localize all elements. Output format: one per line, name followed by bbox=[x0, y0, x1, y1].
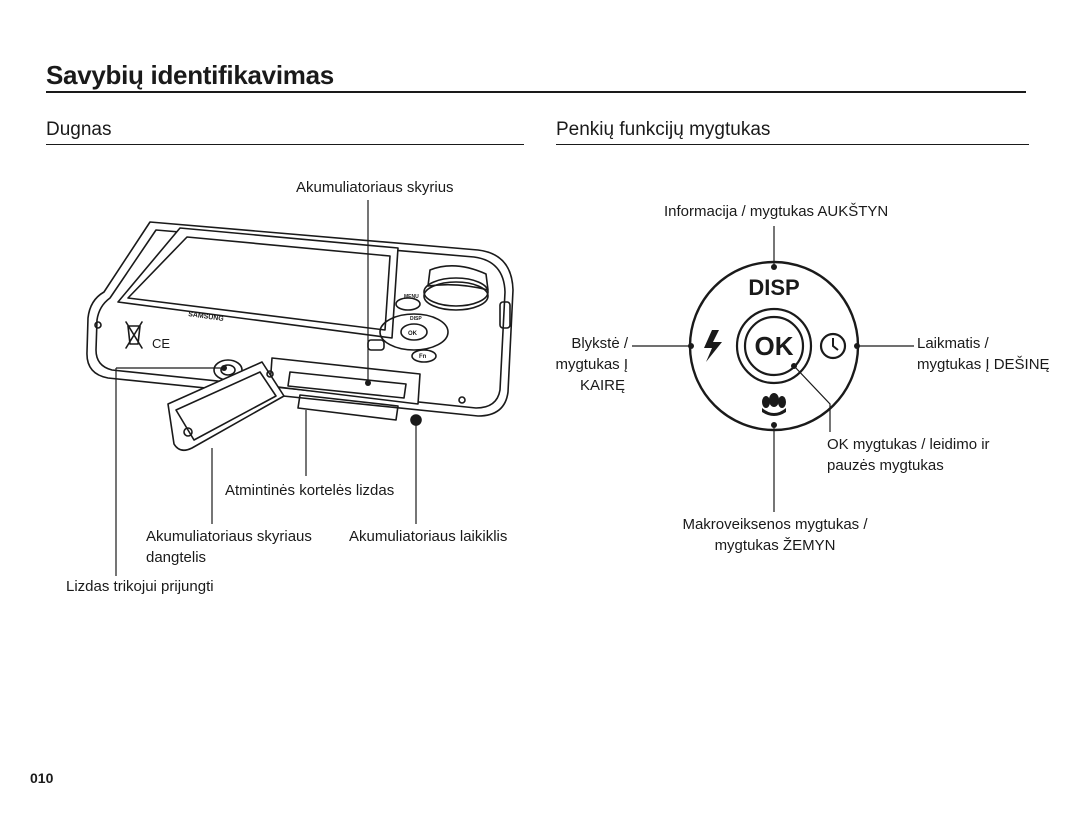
ce-mark-icon: CE bbox=[152, 336, 170, 351]
label-ok-line1: OK mygtukas / leidimo ir bbox=[827, 436, 990, 453]
label-tripod-socket: Lizdas trikojui prijungti bbox=[66, 578, 214, 595]
camera-five-way-pad bbox=[379, 313, 449, 351]
camera-fn-label: Fn bbox=[419, 354, 427, 360]
label-left-line2: mygtukas Į bbox=[555, 356, 628, 373]
dial-ok-label: OK bbox=[755, 331, 794, 361]
weee-mark-icon bbox=[125, 321, 143, 349]
label-battery-compartment: Akumuliatoriaus skyrius bbox=[296, 179, 454, 196]
macro-icon bbox=[762, 393, 786, 416]
mode-dial bbox=[423, 281, 489, 311]
dial-disp-label: DISP bbox=[748, 275, 799, 300]
camera-menu-button bbox=[395, 297, 421, 311]
battery-holder bbox=[410, 414, 422, 426]
label-down-line1: Makroveiksenos mygtukas / bbox=[682, 516, 868, 533]
label-ok-line2: pauzės mygtukas bbox=[827, 457, 944, 474]
label-battery-cover-line2: dangtelis bbox=[146, 549, 207, 566]
battery-cover bbox=[167, 361, 285, 452]
page-number: 010 bbox=[30, 770, 54, 786]
label-right-line1: Laikmatis / bbox=[917, 335, 989, 352]
label-memory-card-slot: Atmintinės kortelės lizdas bbox=[225, 482, 395, 499]
section-title-five-way: Penkių funkcijų mygtukas bbox=[556, 118, 1029, 145]
label-battery-cover-line1: Akumuliatoriaus skyriaus bbox=[146, 528, 312, 545]
label-up-button: Informacija / mygtukas AUKŠTYN bbox=[664, 203, 889, 220]
camera-brand-text: SAMSUNG bbox=[188, 311, 225, 323]
leader-ok bbox=[793, 365, 831, 432]
label-battery-holder: Akumuliatoriaus laikiklis bbox=[349, 528, 508, 545]
camera-fn-button bbox=[411, 349, 437, 363]
label-down-line2: mygtukas ŽEMYN bbox=[714, 537, 836, 554]
self-timer-icon bbox=[819, 332, 847, 360]
camera-ok-button bbox=[400, 323, 428, 341]
camera-disp-label: DISP bbox=[410, 316, 422, 322]
page-title: Savybių identifikavimas bbox=[46, 60, 1026, 93]
section-title-bottom: Dugnas bbox=[46, 118, 524, 145]
flash-icon bbox=[704, 330, 722, 362]
label-left-line1: Blykstė / bbox=[571, 335, 628, 352]
memory-card-slot bbox=[297, 394, 399, 421]
camera-ok-label: OK bbox=[408, 331, 418, 337]
label-left-line3: KAIRĘ bbox=[579, 377, 625, 394]
lcd-screen bbox=[117, 227, 399, 339]
camera-menu-label: MENU bbox=[404, 294, 419, 300]
label-right-line2: mygtukas Į DEŠINĘ bbox=[917, 356, 1050, 373]
